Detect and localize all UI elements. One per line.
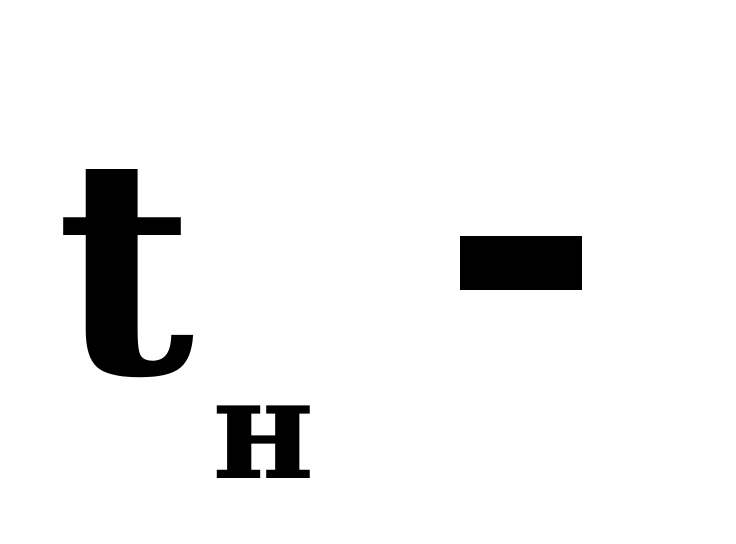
minus-sign xyxy=(460,236,582,290)
formula-main-letter: t xyxy=(56,91,195,444)
formula-subscript: н xyxy=(212,348,315,512)
